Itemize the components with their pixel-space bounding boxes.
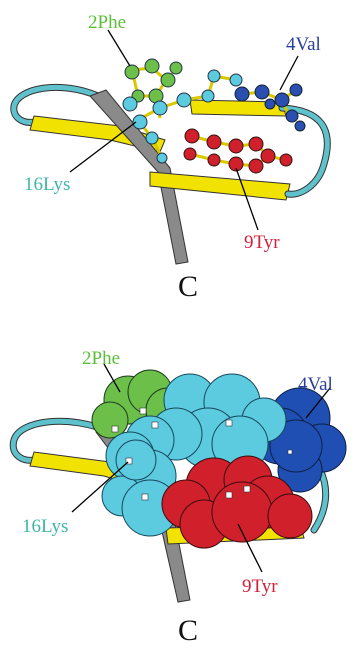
label-phe: 2Phe: [82, 348, 120, 369]
leader-phe: [108, 30, 130, 66]
label-val: 4Val: [286, 34, 321, 55]
panel-bottom: 2Phe 4Val 16Lys 9Tyr C: [13, 348, 346, 647]
label-tyr: 9Tyr: [244, 232, 280, 253]
leader-tyr: [236, 168, 258, 230]
panel-letter: C: [178, 270, 198, 303]
label-lys: 16Lys: [22, 516, 68, 537]
label-tyr: 9Tyr: [242, 576, 278, 597]
panel-letter: C: [178, 614, 198, 647]
label-lys: 16Lys: [24, 174, 70, 195]
label-phe: 2Phe: [88, 12, 126, 33]
tyr-residue-atoms: [184, 129, 292, 173]
label-val: 4Val: [298, 374, 333, 395]
panel-top: 2Phe 4Val 16Lys 9Tyr C: [14, 12, 328, 303]
